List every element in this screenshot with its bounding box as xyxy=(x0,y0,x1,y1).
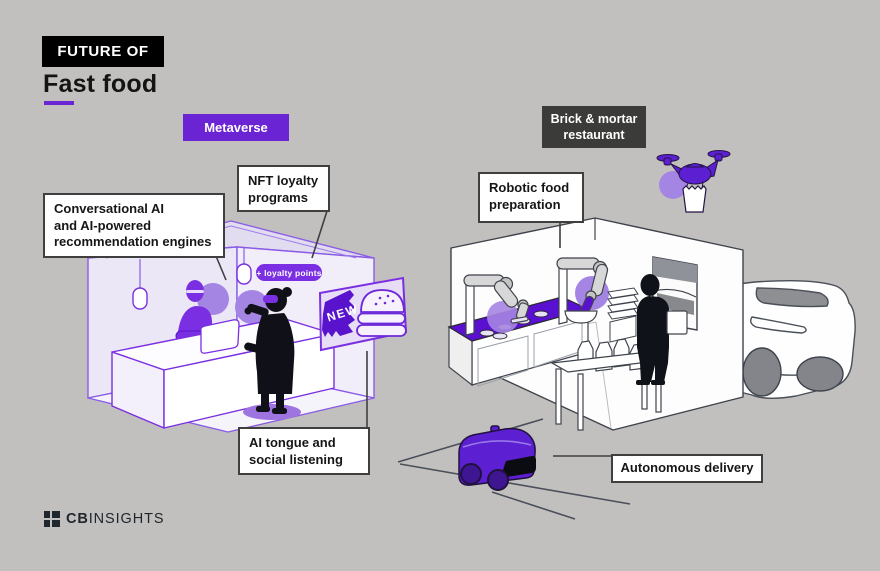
callout-nft-loyalty-line1: NFT loyalty xyxy=(248,173,319,188)
cbinsights-logo-bold: CB xyxy=(66,511,89,527)
delivery-robot xyxy=(458,425,536,491)
register-terminal xyxy=(200,319,240,354)
robot-arm-mixer xyxy=(556,257,609,325)
badge-brick-mortar-line2: restaurant xyxy=(563,128,625,142)
avatar-halo xyxy=(197,283,229,315)
header-kicker: FUTURE OF xyxy=(42,36,164,67)
robot-arm-grill xyxy=(447,274,590,387)
badge-metaverse: Metaverse xyxy=(183,114,289,141)
page-title: Fast food xyxy=(43,70,158,98)
cbinsights-logo-text: CBINSIGHTS xyxy=(66,511,164,527)
callout-robotic-food: Robotic food preparation xyxy=(478,172,584,223)
callout-ai-tongue-line1: AI tongue and xyxy=(249,435,336,450)
vr-headset-customer xyxy=(244,287,295,414)
delivery-drone xyxy=(656,150,731,213)
callout-robotic-food-line1: Robotic food xyxy=(489,180,570,195)
loyalty-points-pill: + loyalty points xyxy=(256,264,322,281)
tray-stack xyxy=(607,287,639,343)
callout-lines xyxy=(215,210,611,457)
callout-nft-loyalty-line2: programs xyxy=(248,189,308,205)
badge-brick-mortar: Brick & mortar restaurant xyxy=(542,106,646,148)
callout-ai-tongue: AI tongue and social listening xyxy=(238,427,370,475)
callout-conversational-ai-line1: Conversational AI xyxy=(54,201,165,216)
cbinsights-logo-icon xyxy=(44,511,60,527)
cbinsights-logo: CBINSIGHTS xyxy=(44,511,164,527)
customer-shadow xyxy=(243,404,301,420)
cbinsights-logo-rest: INSIGHTS xyxy=(88,511,165,527)
title-underline xyxy=(44,101,74,105)
badge-brick-mortar-line1: Brick & mortar xyxy=(550,111,638,126)
callout-conversational-ai: Conversational AI and AI-powered recomme… xyxy=(43,193,225,258)
callout-nft-loyalty: NFT loyalty programs xyxy=(237,165,330,212)
callout-robotic-food-line2: preparation xyxy=(489,196,561,212)
callout-conversational-ai-line2: and AI-powered xyxy=(54,217,152,233)
pendant-lamp xyxy=(132,248,252,310)
kitchen-worker xyxy=(636,274,685,385)
callout-ai-tongue-line2: social listening xyxy=(249,451,343,467)
callout-conversational-ai-line3: recommendation engines xyxy=(54,234,212,250)
new-burst xyxy=(322,290,355,337)
callout-autonomous-delivery-label: Autonomous delivery xyxy=(620,460,754,476)
vr-visor xyxy=(263,295,278,303)
callout-autonomous-delivery: Autonomous delivery xyxy=(611,454,763,483)
line-nft-loyalty xyxy=(311,210,328,259)
menu-screen-burger xyxy=(318,276,408,352)
line-conversational-ai xyxy=(215,255,227,281)
handoff-bag xyxy=(666,310,688,335)
